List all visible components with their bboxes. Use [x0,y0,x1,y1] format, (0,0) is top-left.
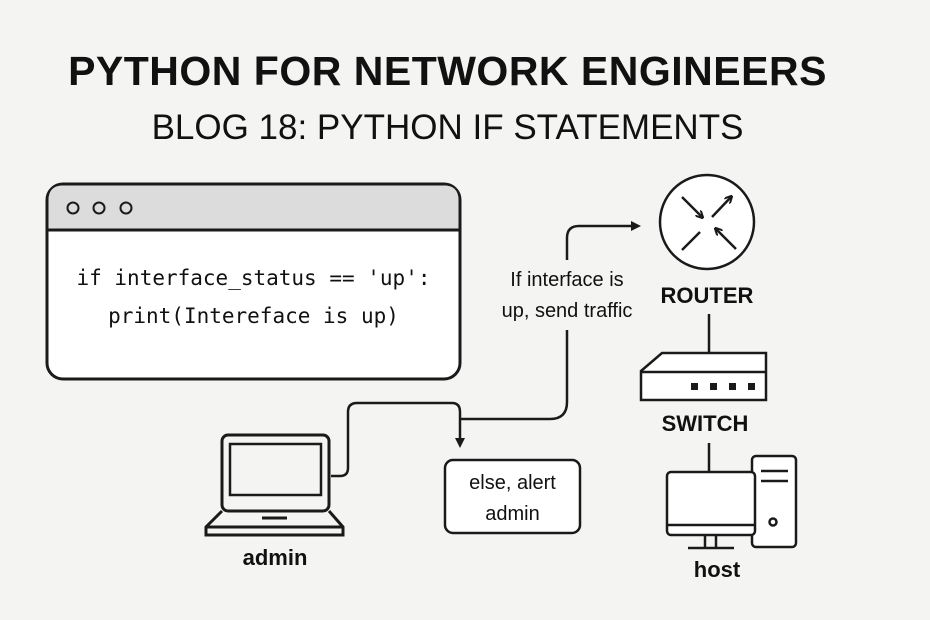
window-dot-icon [92,201,106,215]
code-line-if: if interface_status == 'up': [76,266,431,290]
connectors [331,221,641,478]
admin-label: admin [242,545,308,570]
switch-icon [639,351,768,402]
switch-label: SWITCH [661,411,749,436]
host-computer-icon [665,454,798,550]
window-dot-icon [119,201,133,215]
condition-label-line: If interface is [510,269,624,291]
page-title: PYTHON FOR NETWORK ENGINEERS [68,48,827,94]
code-line-print: print(Intereface is up) [108,304,399,328]
else-box-line: else, alert [469,472,556,494]
router-icon [658,173,756,271]
else-box-line: admin [485,503,540,525]
condition-label: If interface is up, send traffic [477,265,657,327]
laptop-icon [204,433,345,537]
window-dot-icon [66,201,80,215]
else-box [443,458,582,535]
condition-label-line: up, send traffic [501,300,633,322]
router-label: ROUTER [660,283,754,308]
code-window [45,182,462,381]
host-label: host [693,557,741,582]
page-subtitle: BLOG 18: PYTHON IF STATEMENTS [151,108,744,147]
else-box-text: else, alert admin [445,468,580,530]
